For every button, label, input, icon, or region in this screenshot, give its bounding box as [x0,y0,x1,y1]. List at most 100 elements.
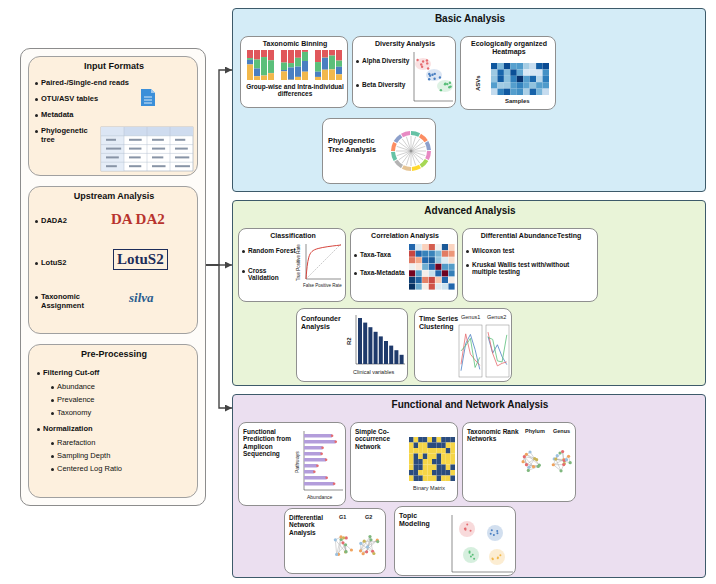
drawing-stroke [530,76,536,82]
box-item: Prevalence [57,396,187,405]
axis-label: Genus2 [487,314,506,320]
drawing-stroke [397,151,411,156]
drawing-stroke [409,244,415,250]
drawing-stroke [302,72,308,80]
drawing-stroke [411,131,420,137]
box-item: Paired-/Single-end reads [41,79,191,88]
drawing-stroke [567,455,570,458]
drawing-stroke [402,139,411,151]
box-item: Phylogenetic tree [41,127,97,144]
drawing-stroke [411,136,412,151]
drawing-stroke [336,50,342,61]
drawing-stroke [517,76,523,82]
drawing-stroke [411,151,416,165]
drawing-stroke [315,77,321,80]
drawing-stroke [144,100,152,101]
pathway-bar-chart [303,431,343,491]
bullet-dot [51,386,54,389]
drawing-stroke [427,476,432,482]
drawing-stroke [497,76,503,82]
drawing-stroke [437,80,453,92]
axis-label: Clinical variables [353,369,394,375]
drawing-stroke [429,277,435,283]
drawing-stroke [409,476,414,482]
drawing-stroke [394,134,403,143]
drawing-stroke [374,332,378,364]
box-title: Advanced Analysis [233,205,707,217]
bullet-dot [37,428,40,431]
drawing-stroke [288,63,294,67]
drawing-stroke [344,550,347,553]
tool-logo: LotuS2 [113,249,168,270]
drawing-stroke [523,462,533,467]
box-title: Topic Modeling [399,512,447,528]
drawing-stroke [402,165,411,171]
drawing-stroke [437,476,442,482]
drawing-stroke [422,244,428,250]
drawing-stroke [409,257,415,263]
flow-arrow [206,265,232,408]
drawing-stroke [442,283,448,289]
method-box: Taxonomic BinningGroup-wise and Intra-in… [240,36,348,108]
correlation-matrix [409,244,455,290]
drawing-stroke [536,69,542,75]
drawing-stroke [268,50,274,60]
drawing-stroke [533,457,536,460]
drawing-stroke [435,244,441,250]
drawing-stroke [437,465,442,471]
bullet-dot [35,114,38,117]
drawing-stroke [429,270,435,276]
drawing-stroke [448,283,454,289]
drawing-stroke [530,82,536,88]
drawing-stroke [463,547,479,563]
box-item: Beta Diversity [362,81,412,88]
method-box: Taxonomic Rank NetworksPhylumGenus [462,422,576,502]
drawing-stroke [435,283,441,289]
box-item: Group-wise and Intra-individual differen… [243,83,347,98]
drawing-stroke [459,325,482,377]
drawing-stroke [543,82,549,88]
drawing-stroke [425,151,431,160]
drawing-stroke [414,470,419,476]
axis-label: ASVs [475,75,482,91]
drawing-stroke [421,66,423,68]
drawing-stroke [406,137,411,151]
drawing-stroke [335,553,338,556]
drawing-stroke [288,67,294,79]
drawing-stroke [517,69,523,75]
drawing-stroke [452,515,513,572]
drawing-stroke [486,325,509,377]
drawing-stroke [448,264,454,270]
drawing-stroke [530,89,536,95]
drawing-stroke [306,244,341,279]
box-title: Confounder Analysis [301,315,345,331]
drawing-stroke [450,454,455,460]
drawing-stroke [391,142,397,151]
drawing-stroke [448,277,454,283]
drawing-stroke [446,454,451,460]
drawing-stroke [411,151,426,152]
drawing-stroke [366,545,369,548]
bullet-dot [354,254,357,257]
method-box: Ecologically organized HeatmapsASVsSampl… [460,36,556,110]
drawing-stroke [530,452,539,465]
drawing-stroke [432,448,437,454]
drawing-stroke [315,50,321,62]
drawing-stroke [442,264,448,270]
drawing-stroke [331,434,334,437]
bullet-dot [242,250,245,253]
drawing-stroke [450,459,455,465]
box-item: Rarefaction [57,439,187,448]
drawing-stroke [409,251,415,257]
drawing-stroke [497,69,503,75]
drawing-stroke [414,448,419,454]
drawing-stroke [446,437,451,443]
drawing-stroke [556,454,559,457]
drawing-stroke [446,470,451,476]
box-item: Taxonomy [57,409,187,418]
heatmap [491,63,549,95]
drawing-stroke [493,534,495,536]
drawing-stroke [416,251,422,257]
drawing-stroke [435,257,441,263]
drawing-stroke [432,459,437,465]
